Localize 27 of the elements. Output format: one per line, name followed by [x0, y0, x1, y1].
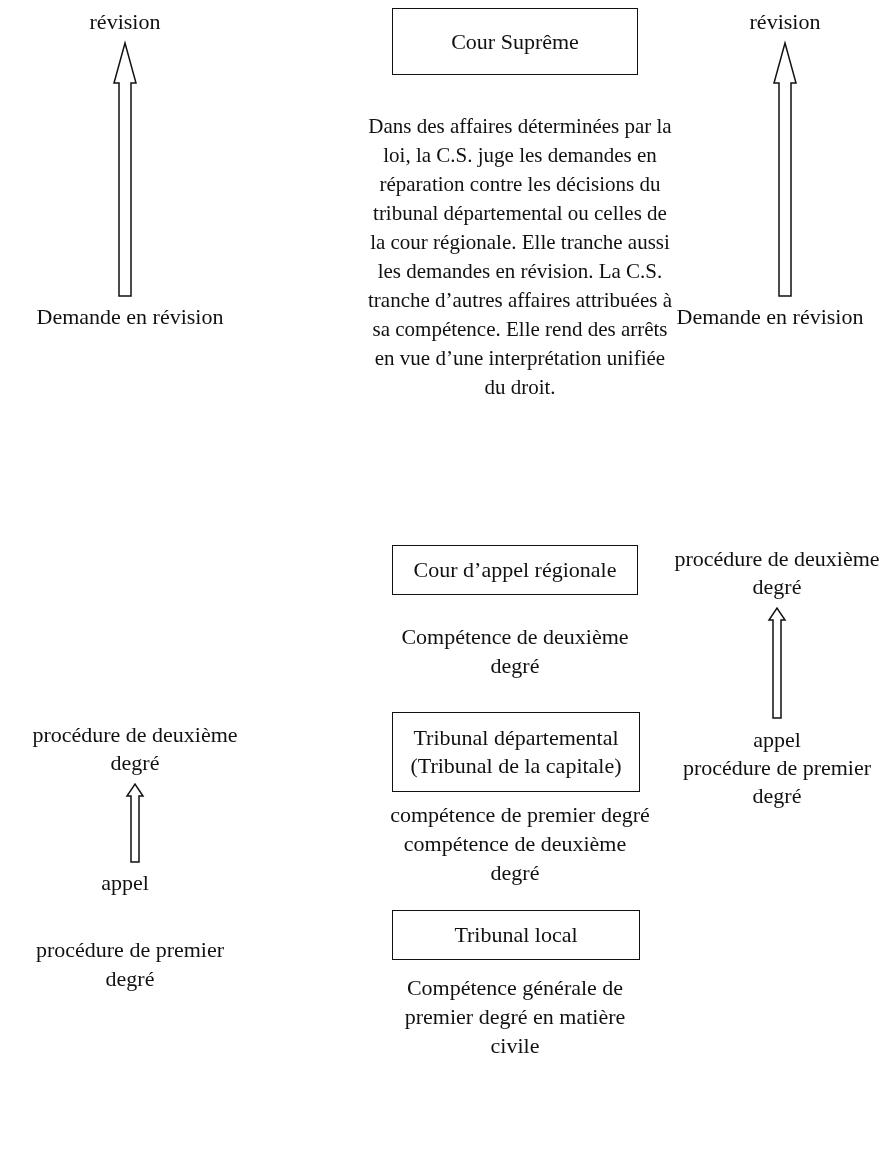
- annotation-text: Dans des affaires déterminées par la loi, la C.S. juge les demandes en réparation contre les décisions du tribunal départemental ou celles de la cour régionale. Elle tranche aussi les demandes en révision. La C.S. tranche d’autres affaires attribuées à sa compétence. Elle rend des arrêts en vue d’une interprétation unifiée du droit.: [368, 113, 672, 401]
- annotation-text: Demande en révision: [36, 303, 224, 331]
- annotation-text: Demande en révision: [676, 303, 864, 331]
- annotation-text: procédure de premier degré: [34, 936, 226, 993]
- court-box: [392, 8, 638, 75]
- description-text: Compétence de deuxième degré: [400, 623, 630, 680]
- annotation-text: appel: [753, 726, 801, 754]
- annotation-text: procédure de deuxième degré: [31, 721, 239, 777]
- description-text: Compétence générale de premier degré en matière civile: [403, 974, 627, 1060]
- annotation-text: appel: [101, 869, 149, 897]
- annotation-text: révision: [749, 8, 821, 36]
- court-box: [392, 545, 638, 595]
- hollow-arrow: [125, 782, 145, 863]
- annotation-text: révision: [89, 8, 161, 36]
- court-name: Tribunal local: [454, 921, 578, 949]
- court-name: Cour Suprême: [451, 27, 579, 56]
- court-box: [392, 712, 640, 792]
- court-box: [392, 910, 640, 960]
- annotation-text: procédure de premier degré: [681, 754, 873, 810]
- court-name: Tribunal départemental (Tribunal de la capitale): [409, 724, 623, 780]
- description-text: compétence de premier degré: [389, 801, 651, 829]
- hollow-arrow: [767, 606, 787, 719]
- court-name: Cour d’appel régionale: [413, 556, 617, 584]
- description-text: compétence de deuxième degré: [402, 830, 628, 887]
- hollow-arrow: [773, 40, 797, 297]
- annotation-text: procédure de deuxième degré: [673, 545, 881, 601]
- hollow-arrow: [113, 40, 137, 297]
